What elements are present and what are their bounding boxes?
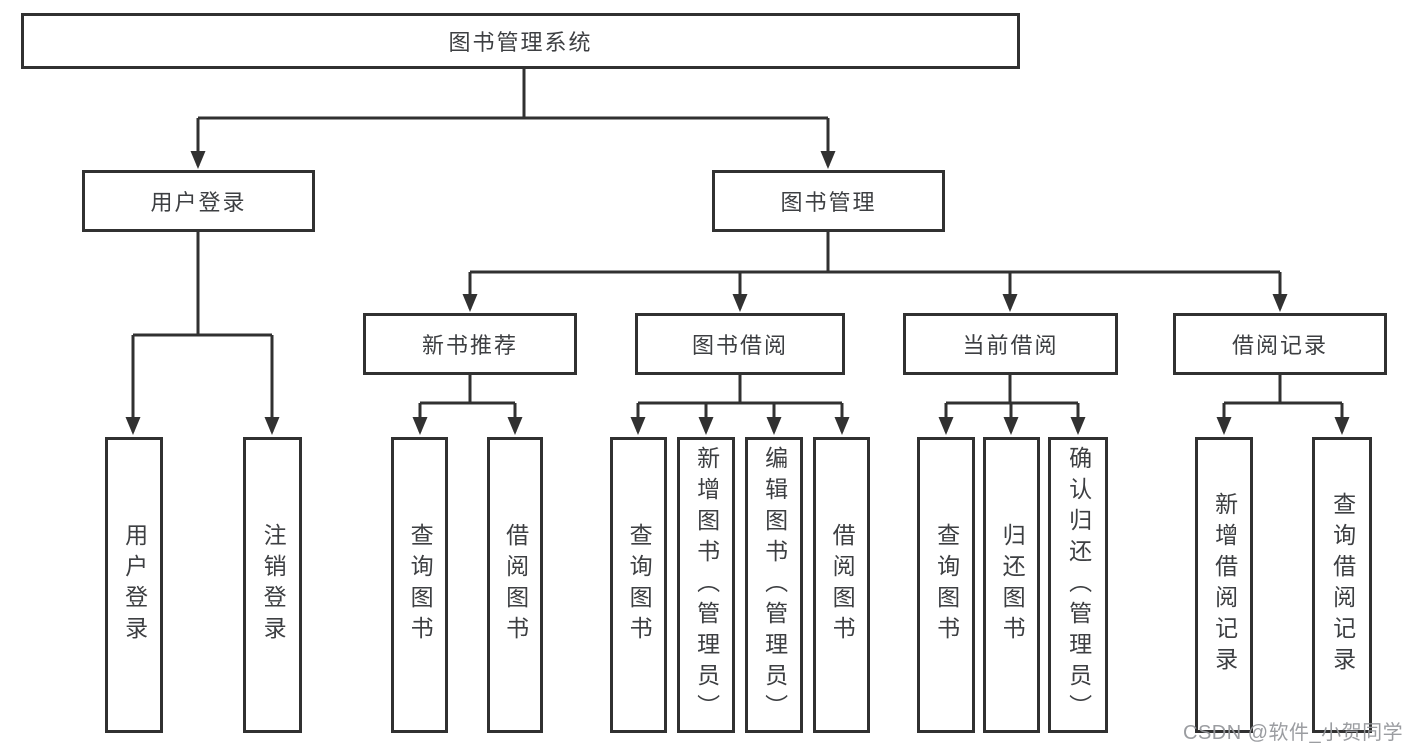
node-root: 图书管理系统	[21, 13, 1020, 69]
leaf-borrow-borrow: 借阅图书	[813, 437, 870, 733]
leaf-label: 查询图书	[626, 523, 653, 647]
leaf-record-add: 新增借阅记录	[1195, 437, 1253, 733]
leaf-label: 借阅图书	[502, 523, 529, 647]
leaf-label: 查询图书	[407, 523, 434, 647]
node-new-book-recommend: 新书推荐	[363, 313, 577, 375]
leaf-newbook-borrow: 借阅图书	[487, 437, 543, 733]
leaf-logout: 注销登录	[243, 437, 302, 733]
leaf-borrow-add-admin: 新增图书（管理员）	[677, 437, 735, 733]
leaf-label: 新增借阅记录	[1211, 492, 1238, 678]
leaf-borrow-edit-admin: 编辑图书（管理员）	[745, 437, 803, 733]
node-user-login: 用户登录	[82, 170, 315, 232]
leaf-borrow-query: 查询图书	[610, 437, 667, 733]
leaf-label: 查询借阅记录	[1329, 492, 1356, 678]
leaf-current-confirm-admin: 确认归还（管理员）	[1048, 437, 1108, 733]
node-current-borrow: 当前借阅	[903, 313, 1118, 375]
leaf-record-query: 查询借阅记录	[1312, 437, 1372, 733]
leaf-label: 用户登录	[121, 523, 148, 647]
leaf-label: 新增图书（管理员）	[693, 445, 720, 725]
leaf-current-query: 查询图书	[917, 437, 975, 733]
leaf-label: 注销登录	[260, 523, 287, 647]
connector-trunks	[133, 69, 1342, 405]
node-borrow-record: 借阅记录	[1173, 313, 1387, 375]
leaf-newbook-query: 查询图书	[391, 437, 448, 733]
connector-arrows	[125, 118, 1350, 435]
watermark-text: CSDN @软件_小贺同学	[1183, 722, 1404, 744]
node-book-management: 图书管理	[712, 170, 945, 232]
leaf-user-login: 用户登录	[105, 437, 163, 733]
leaf-current-return: 归还图书	[983, 437, 1040, 733]
leaf-label: 归还图书	[999, 523, 1026, 647]
leaf-label: 确认归还（管理员）	[1065, 445, 1092, 725]
leaf-label: 编辑图书（管理员）	[761, 445, 788, 725]
leaf-label: 查询图书	[933, 523, 960, 647]
node-book-borrow: 图书借阅	[635, 313, 845, 375]
leaf-label: 借阅图书	[829, 523, 856, 647]
